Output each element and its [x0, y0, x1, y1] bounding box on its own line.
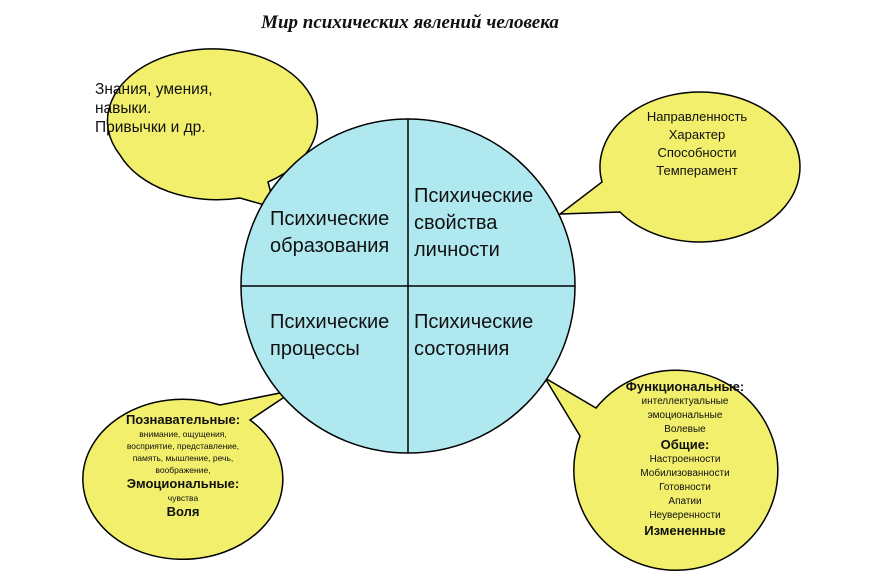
bubble-bottom-right-text: Функциональные: интеллектуальные эмоцион… [625, 379, 745, 538]
bubble-top-left-text: Знания, умения, навыки. Привычки и др. [95, 81, 213, 136]
bubble-top-right [557, 91, 801, 243]
quadrant-psychic-states: Психические состояния [414, 311, 534, 360]
quadrant-personality-properties: Психические свойства личности [414, 185, 534, 261]
page-title: Мир психических явлений человека [261, 12, 559, 33]
quadrant-psychic-processes: Психические процессы [270, 311, 390, 360]
bubble-top-left [106, 48, 319, 210]
bubble-bottom-left [82, 389, 296, 561]
bubble-bottom-left-text: Познавательные: внимание, ощущения, восп… [125, 412, 241, 519]
quadrant-psychic-formations: Психические образования [270, 208, 390, 257]
bubble-bottom-right [544, 369, 779, 571]
bubble-top-right-text: Направленность Характер Способности Темп… [646, 109, 748, 178]
